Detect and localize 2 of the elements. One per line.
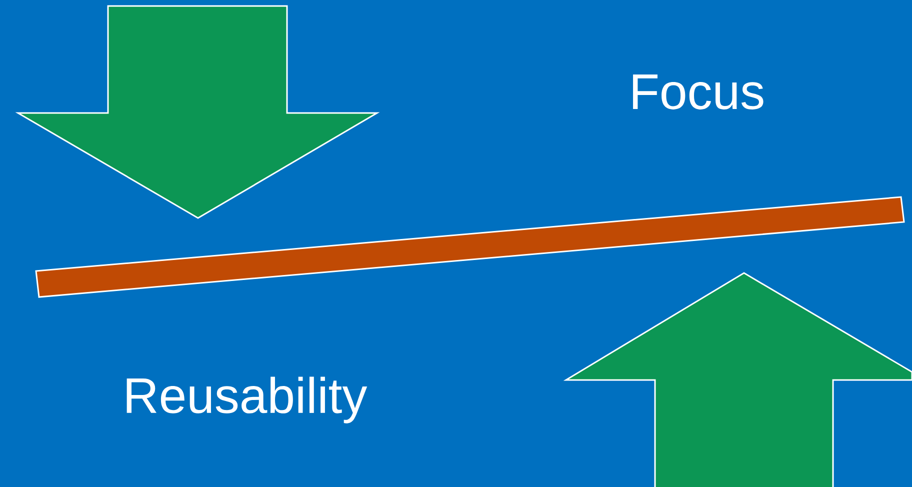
label-text: Reusability bbox=[126, 376, 368, 424]
label-text: Focus bbox=[633, 74, 764, 110]
